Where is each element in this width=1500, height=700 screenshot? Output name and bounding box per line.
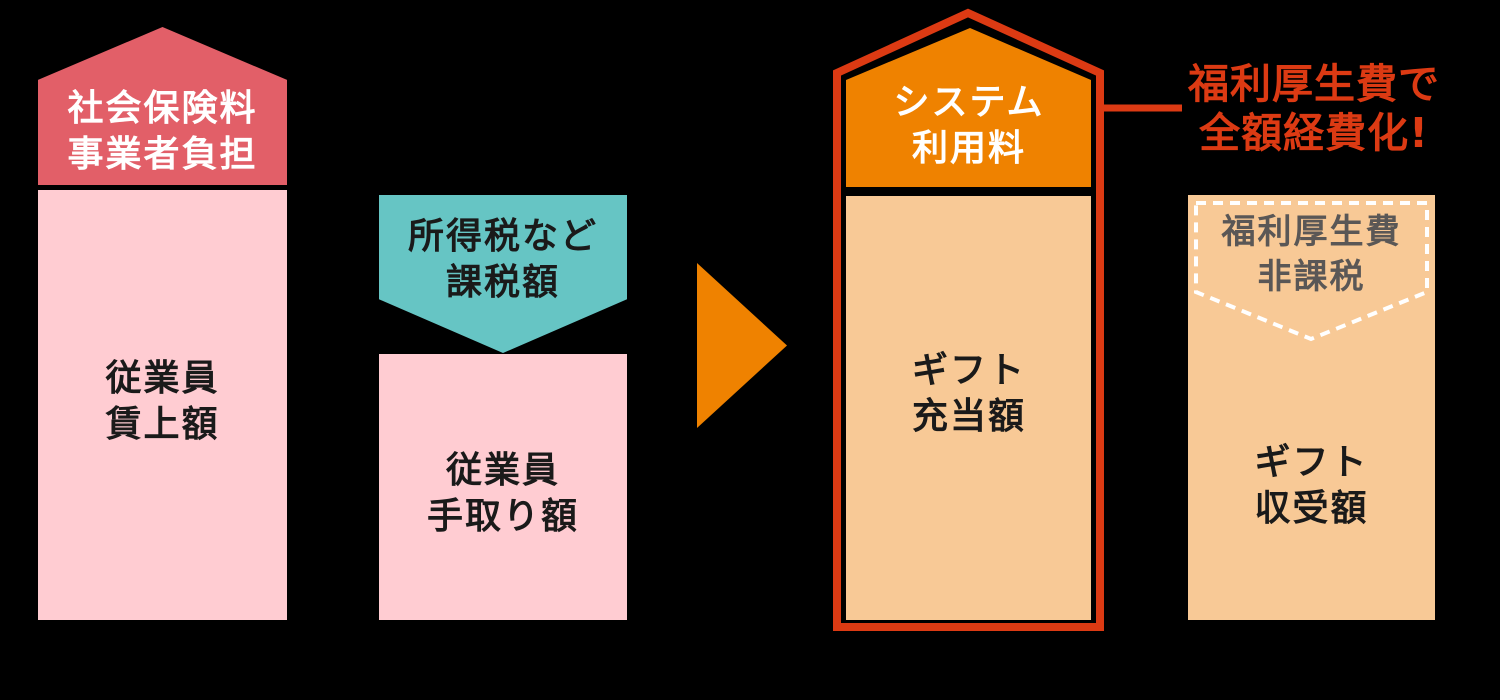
tax-free-badge — [1194, 201, 1429, 342]
system-fee-outline — [833, 8, 1104, 631]
system-fee-line2: 利用料 — [911, 128, 1026, 169]
take-home-box — [379, 354, 627, 620]
gift-receipt-label: ギフト 収受額 — [1188, 440, 1435, 532]
social-insurance-header-label: 社会保険料 事業者負担 — [38, 86, 287, 178]
expense-annotation: 福利厚生費で 全額経費化! — [1178, 60, 1450, 158]
tax-free-badge-outline — [1194, 201, 1429, 342]
gift-allocation-box — [846, 196, 1091, 620]
system-fee-header-label: システム 利用料 — [846, 80, 1092, 172]
tax-free-line2: 非課税 — [1257, 257, 1366, 297]
social-insurance-line1: 社会保険料 — [67, 88, 258, 129]
wage-raise-box — [38, 190, 287, 620]
income-tax-line2: 課税額 — [445, 262, 560, 303]
gift-receipt-box — [1188, 195, 1435, 620]
take-home-label: 従業員 手取り額 — [379, 448, 627, 540]
system-fee-header-shape — [846, 28, 1091, 187]
gift-allocation-line2: 充当額 — [911, 396, 1026, 437]
income-tax-line1: 所得税など — [407, 216, 598, 257]
social-insurance-line2: 事業者負担 — [67, 134, 258, 175]
system-fee-line1: システム — [893, 82, 1045, 123]
system-fee-column-graphic — [833, 8, 1182, 631]
gift-allocation-label: ギフト 充当額 — [846, 348, 1092, 440]
gift-receipt-line2: 収受額 — [1254, 488, 1369, 529]
expense-annotation-line1: 福利厚生費で — [1188, 60, 1440, 108]
expense-annotation-line2: 全額経費化! — [1199, 109, 1429, 157]
tax-free-line1: 福利厚生費 — [1221, 212, 1402, 252]
take-home-line2: 手取り額 — [426, 496, 579, 537]
gift-allocation-line1: ギフト — [911, 350, 1026, 391]
income-tax-header-label: 所得税など 課税額 — [379, 214, 627, 306]
take-home-line1: 従業員 — [445, 450, 560, 491]
wage-raise-label: 従業員 賃上額 — [38, 356, 287, 448]
gift-receipt-line1: ギフト — [1254, 442, 1369, 483]
wage-raise-line2: 賃上額 — [105, 404, 220, 445]
wage-raise-line1: 従業員 — [105, 358, 220, 399]
tax-free-badge-label: 福利厚生費 非課税 — [1196, 210, 1427, 300]
flow-arrow-icon — [697, 263, 787, 428]
